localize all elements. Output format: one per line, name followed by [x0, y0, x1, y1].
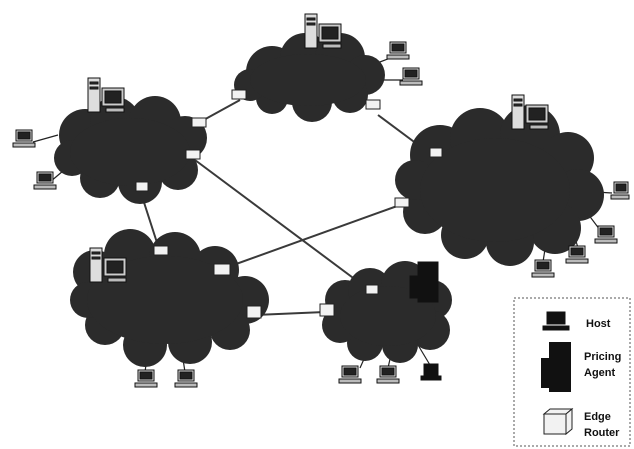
edge-router-icon	[213, 263, 231, 276]
cloud-top	[234, 33, 385, 122]
host-icon	[33, 171, 57, 190]
host-icon	[376, 365, 400, 384]
edge-router-icon	[231, 89, 247, 100]
legend-pricing-agent-icon	[541, 342, 571, 392]
cloud-left	[54, 96, 207, 204]
host-icon	[12, 129, 36, 148]
legend-frame	[513, 297, 631, 447]
legend-edge-router-label-2: Router	[584, 427, 620, 439]
host-icon	[134, 369, 158, 388]
pricing-agent-icon	[304, 13, 342, 49]
edge-router-icon	[319, 303, 335, 317]
host-icon	[338, 365, 362, 384]
edge-router-icon	[135, 181, 149, 192]
edge-router-icon	[191, 117, 207, 128]
edge-routers	[135, 89, 443, 319]
link-left-bottomcenter	[194, 159, 373, 293]
edge-router-icon	[185, 149, 201, 160]
pricing-agent-icon	[511, 94, 549, 130]
pricing-agent-icon	[409, 261, 439, 303]
edge-router-icon	[153, 245, 169, 256]
host-icon	[610, 181, 630, 200]
host-icon	[420, 363, 442, 381]
legend-edge-router-icon	[542, 407, 574, 436]
hosts	[12, 41, 630, 388]
host-icon	[531, 259, 555, 278]
pricing-agent-icon	[89, 247, 127, 283]
host-icon	[594, 225, 618, 244]
cloud-right	[395, 105, 604, 266]
edge-router-icon	[246, 305, 262, 319]
host-icon	[386, 41, 410, 60]
legend-edge-router-label-1: Edge	[584, 411, 611, 423]
link-bottomleft-right	[224, 204, 401, 269]
legend: Host Pricing Agent Edge Router	[513, 297, 631, 447]
link-left-top	[199, 99, 241, 123]
legend-host-label: Host	[586, 318, 611, 330]
host-icon	[174, 369, 198, 388]
edge-router-icon	[429, 147, 443, 158]
legend-host-icon	[542, 311, 570, 331]
host-icon	[565, 245, 589, 264]
pricing-agents	[87, 13, 549, 303]
edge-router-icon	[365, 284, 379, 295]
pricing-agent-icon	[87, 77, 125, 113]
link-bottomleft-bottomcenter	[254, 311, 326, 316]
edge-router-icon	[394, 197, 410, 208]
edge-router-icon	[365, 99, 381, 110]
legend-pricing-agent-label-1: Pricing	[584, 351, 621, 363]
host-icon	[399, 67, 423, 86]
cloud-bottom-center	[322, 261, 452, 363]
legend-pricing-agent-label-2: Agent	[584, 367, 616, 379]
